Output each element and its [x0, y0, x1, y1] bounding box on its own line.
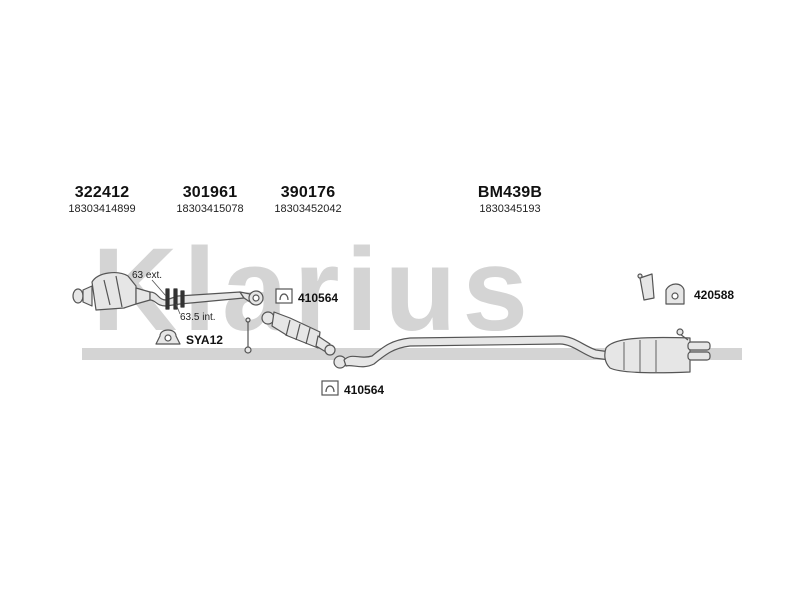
gasket-sya12 [155, 329, 181, 345]
callout-clamp-lower: 410564 [344, 383, 385, 397]
part-code: 1830345193 [479, 203, 541, 215]
part-code: 18303415078 [176, 203, 244, 215]
callout-clamp-upper: 410564 [298, 291, 339, 305]
callout-hanger: 420588 [694, 288, 735, 302]
int-diameter-label: 63.5 int. [180, 312, 216, 323]
part-header-390176: 390176 18303452042 [258, 184, 358, 216]
oxygen-sensor [244, 317, 252, 354]
part-number: BM439B [477, 184, 543, 201]
part-number: 390176 [280, 184, 336, 201]
callout-gasket: SYA12 [186, 333, 223, 347]
clamp-icon-upper [275, 288, 293, 304]
front-catalytic-converter [72, 272, 151, 311]
flange-gasket-front [248, 290, 264, 306]
part-code: 18303452042 [274, 203, 342, 215]
rubber-hangers [637, 273, 685, 305]
ext-leader [151, 279, 167, 297]
part-number: 301961 [182, 184, 238, 201]
front-pipe [149, 288, 251, 310]
part-number: 322412 [74, 184, 130, 201]
centre-catalytic-converter [261, 311, 336, 356]
ext-diameter-label: 63 ext. [132, 270, 163, 281]
part-header-322412: 322412 18303414899 [52, 184, 152, 216]
part-header-301961: 301961 18303415078 [160, 184, 260, 216]
rear-silencer [604, 328, 711, 374]
part-header-BM439B: BM439B 1830345193 [460, 184, 560, 216]
int-leader [175, 303, 181, 315]
rear-pipe [343, 335, 611, 368]
part-code: 18303414899 [68, 203, 136, 215]
clamp-icon-lower [321, 380, 339, 396]
